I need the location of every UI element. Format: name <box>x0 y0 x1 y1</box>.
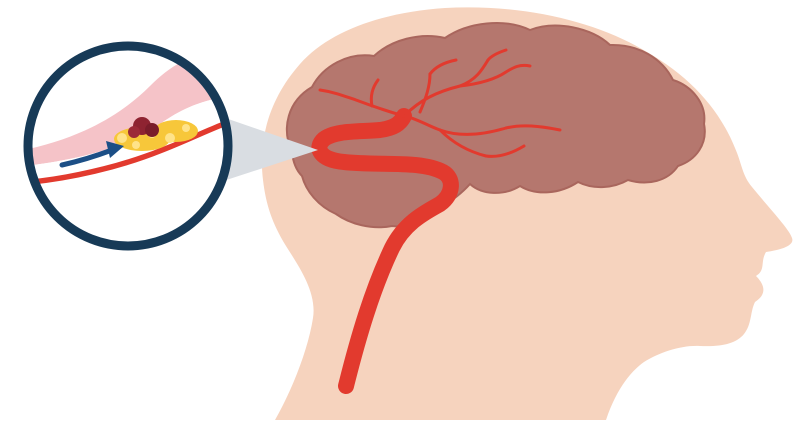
plaque-droplet <box>132 141 140 149</box>
plaque-blob <box>154 120 198 142</box>
plaque-droplet <box>165 133 175 143</box>
plaque-droplet <box>182 124 190 132</box>
plaque-droplet <box>117 133 127 143</box>
magnifier-icon <box>24 42 232 250</box>
clot-cell <box>128 126 140 138</box>
clot-cell <box>145 123 159 137</box>
